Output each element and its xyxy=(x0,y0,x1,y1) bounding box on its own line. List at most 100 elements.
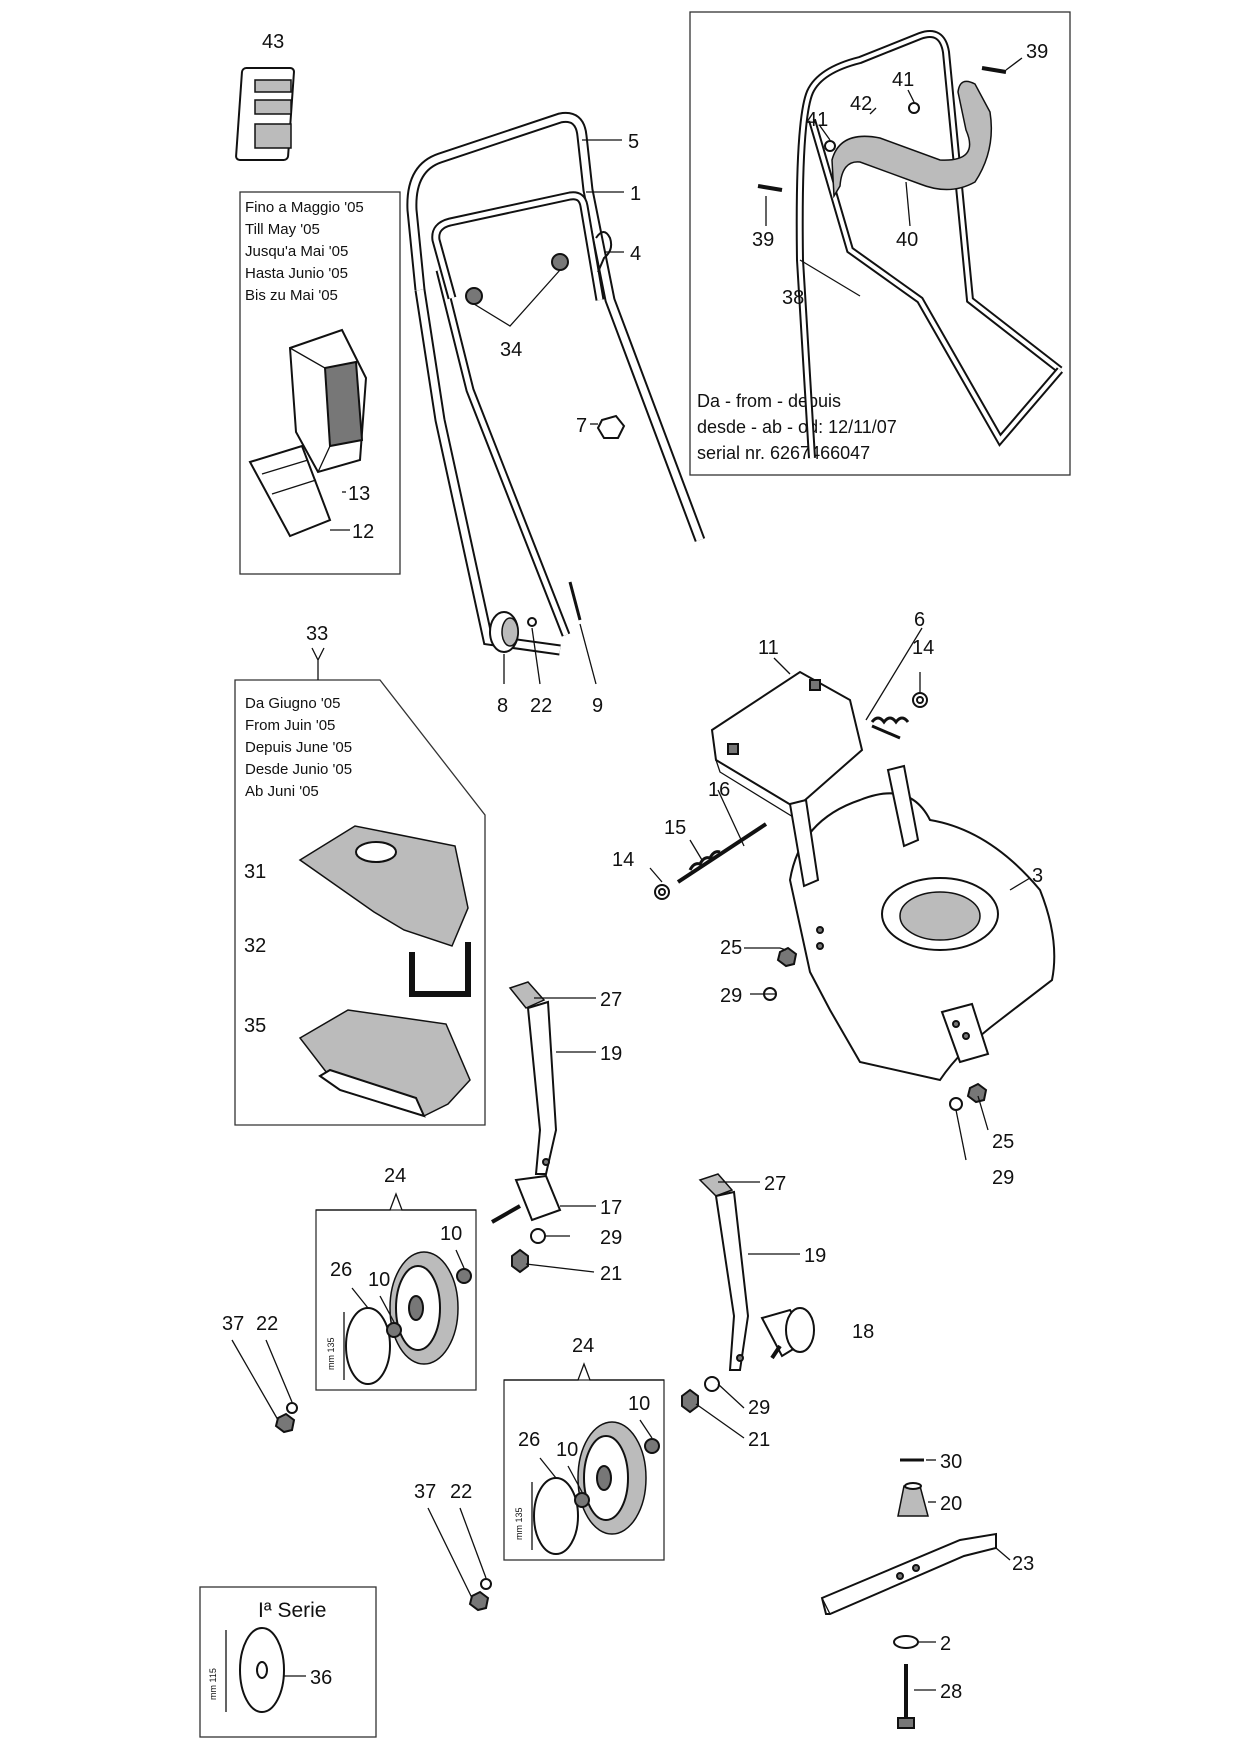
callout-29-upper: 29 xyxy=(720,985,742,1007)
part-10-bearing-inner-right xyxy=(574,1492,590,1508)
box-new-handle xyxy=(689,11,1071,476)
callout-29-right: 29 xyxy=(748,1397,770,1419)
callout-27-upper: 27 xyxy=(600,989,622,1011)
part-9-bolt xyxy=(568,581,582,621)
callout-11: 11 xyxy=(758,637,779,659)
part-4-cable xyxy=(595,231,613,273)
callout-14-right: 14 xyxy=(912,637,934,659)
part-37-nut-right xyxy=(468,1590,490,1612)
box-new-handle-text: Da - from - depuis desde - ab - od: 12/1… xyxy=(697,391,897,463)
part-17-axle-left xyxy=(491,1174,562,1224)
part-29-washer-right xyxy=(704,1376,720,1392)
part-1-brake-lever xyxy=(431,191,605,301)
callout-19-lower: 19 xyxy=(804,1245,826,1267)
part-40-grip xyxy=(831,80,993,199)
box-from-june-text: Da Giugno '05 From Juin '05 Depuis June … xyxy=(245,695,352,800)
callout-20: 20 xyxy=(940,1493,962,1515)
callout-34: 34 xyxy=(500,339,522,361)
callout-12: 12 xyxy=(352,521,374,543)
part-39-pin-right xyxy=(981,66,1007,74)
callout-24-right: 24 xyxy=(572,1335,594,1357)
part-25-nut-upper xyxy=(776,946,798,968)
callout-8: 8 xyxy=(497,695,508,717)
box-wheel-right xyxy=(503,1379,665,1561)
note-line: Desde Junio '05 xyxy=(245,761,352,778)
box-from-june-2005 xyxy=(234,679,486,1126)
first-series-title: Iª Serie xyxy=(258,1599,326,1622)
callout-21-right: 21 xyxy=(748,1429,770,1451)
callout-1: 1 xyxy=(630,183,641,205)
callout-26-left: 26 xyxy=(330,1259,352,1281)
callout-38: 38 xyxy=(782,287,804,309)
part-22-washer xyxy=(527,617,537,627)
note-line: Ab Juni '05 xyxy=(245,783,319,800)
note-line: Da - from - depuis xyxy=(697,391,841,411)
part-19-bracket-right xyxy=(714,1190,750,1371)
callout-2: 2 xyxy=(940,1633,951,1655)
part-16-rod xyxy=(676,822,768,884)
note-line: Fino a Maggio '05 xyxy=(245,199,364,216)
part-36-hubcap-first-series xyxy=(239,1627,285,1713)
callout-5: 5 xyxy=(628,131,639,153)
dimension-text-first-series: mm 115 xyxy=(208,1668,218,1700)
callout-16: 16 xyxy=(708,779,730,801)
part-29-washer-lower xyxy=(949,1097,963,1111)
callout-10-outer-right: 10 xyxy=(628,1393,650,1415)
part-32-bag-frame xyxy=(409,942,471,997)
part-38-handle-new xyxy=(795,30,1064,459)
callout-40: 40 xyxy=(896,229,918,251)
callout-10-inner-left: 10 xyxy=(368,1269,390,1291)
part-29-washer-left xyxy=(530,1228,546,1244)
callout-26-right: 26 xyxy=(518,1429,540,1451)
note-line: Till May '05 xyxy=(245,221,320,238)
callout-25-upper: 25 xyxy=(720,937,742,959)
callout-28: 28 xyxy=(940,1681,962,1703)
part-41-washer-right xyxy=(908,102,920,114)
part-34-knob-left xyxy=(465,287,483,305)
part-12-bag-frame xyxy=(248,444,332,538)
part-23-blade xyxy=(820,1532,997,1615)
part-26-hubcap-right xyxy=(533,1477,579,1555)
part-24-wheel-right xyxy=(577,1421,647,1535)
part-13-grass-bag xyxy=(288,328,368,474)
dimension-text-left: mm 135 xyxy=(326,1337,336,1370)
note-line: desde - ab - od: 12/11/07 xyxy=(697,417,897,437)
part-19-bracket-left xyxy=(526,1000,558,1175)
callout-43: 43 xyxy=(262,31,284,53)
callout-3: 3 xyxy=(1032,865,1043,887)
part-11-rear-deflector xyxy=(710,670,864,822)
part-28-blade-bolt xyxy=(897,1664,915,1729)
note-line: Jusqu'a Mai '05 xyxy=(245,243,348,260)
part-31-bag-top xyxy=(298,825,469,947)
note-line: Bis zu Mai '05 xyxy=(245,287,338,304)
callout-39-left: 39 xyxy=(752,229,774,251)
callout-41-left: 41 xyxy=(806,109,828,131)
callout-21-left: 21 xyxy=(600,1263,622,1285)
part-25-nut-lower xyxy=(966,1082,988,1104)
part-15-spring xyxy=(688,850,721,871)
part-34-knob-right xyxy=(551,253,569,271)
box-until-may-2005 xyxy=(239,191,401,575)
part-41-washer-left xyxy=(824,140,836,152)
callout-14-left: 14 xyxy=(612,849,634,871)
part-35-bag-bottom xyxy=(298,1009,471,1118)
part-22-washer-left xyxy=(286,1402,298,1414)
part-6-spring xyxy=(870,716,910,740)
callout-10-inner-right: 10 xyxy=(556,1439,578,1461)
leader-lines xyxy=(231,57,1031,1691)
callout-17: 17 xyxy=(600,1197,622,1219)
callout-18: 18 xyxy=(852,1321,874,1343)
part-20-blade-adapter xyxy=(897,1482,929,1517)
part-24-wheel-left xyxy=(389,1251,459,1365)
note-line: Hasta Junio '05 xyxy=(245,265,348,282)
part-2-blade-washer xyxy=(893,1635,919,1649)
callout-31: 31 xyxy=(244,861,266,883)
callout-9: 9 xyxy=(592,695,603,717)
callout-37-right: 37 xyxy=(414,1481,436,1503)
callout-32: 32 xyxy=(244,935,266,957)
note-line: Da Giugno '05 xyxy=(245,695,340,712)
callout-10-outer-left: 10 xyxy=(440,1223,462,1245)
part-21-bolt-right xyxy=(681,1388,699,1414)
callout-37-left: 37 xyxy=(222,1313,244,1335)
note-line: serial nr. 6267466047 xyxy=(697,443,870,463)
